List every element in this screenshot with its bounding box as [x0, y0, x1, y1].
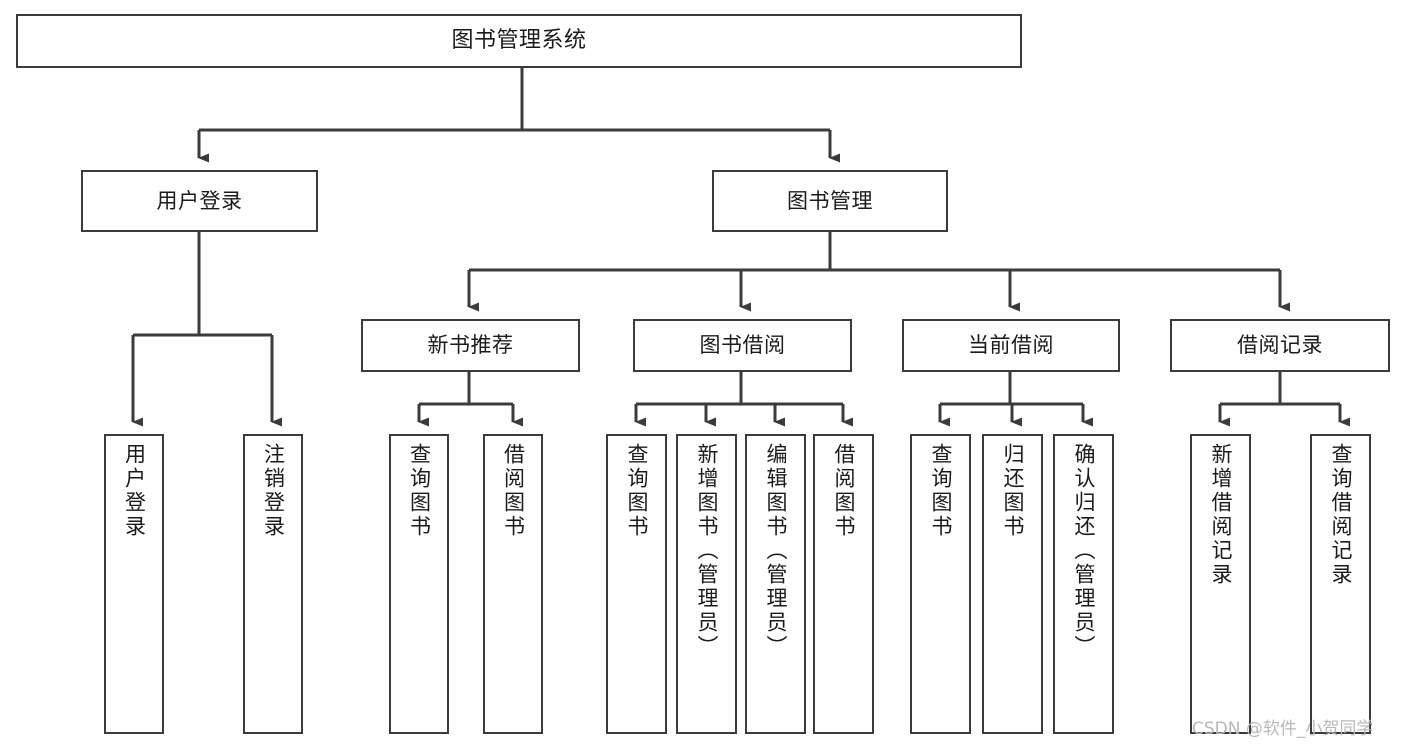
node-label: 用户登录: [156, 188, 243, 213]
node-leaf-add-book-admin[interactable]: 新增图书（管理员）: [676, 434, 737, 734]
node-user-login[interactable]: 用户登录: [81, 170, 318, 232]
node-label: 借阅图书: [501, 443, 526, 539]
node-leaf-return-book[interactable]: 归还图书: [982, 434, 1043, 734]
node-label: 查询图书: [625, 443, 649, 539]
node-leaf-query-borrow-record[interactable]: 查询借阅记录: [1310, 434, 1371, 734]
csdn-watermark: CSDN @软件_小贺同学: [1192, 719, 1374, 739]
node-leaf-confirm-return-admin[interactable]: 确认归还（管理员）: [1053, 434, 1114, 734]
node-current-borrow[interactable]: 当前借阅: [902, 319, 1120, 372]
node-label: 图书管理: [787, 188, 873, 213]
node-label: 新增借阅记录: [1209, 443, 1233, 587]
node-leaf-borrow-book-1[interactable]: 借阅图书: [483, 434, 543, 734]
node-label: 确认归还（管理员）: [1072, 443, 1096, 659]
node-book-management[interactable]: 图书管理: [712, 170, 948, 232]
node-label: 归还图书: [1001, 443, 1025, 539]
node-label: 新书推荐: [427, 333, 514, 358]
node-leaf-query-book-1[interactable]: 查询图书: [389, 434, 449, 734]
node-label: 查询图书: [929, 443, 953, 539]
node-label: 查询图书: [407, 443, 432, 539]
node-new-book-recommend[interactable]: 新书推荐: [361, 319, 580, 372]
node-leaf-user-login[interactable]: 用户登录: [104, 434, 164, 734]
node-label: 图书管理系统: [451, 28, 587, 54]
node-label: 借阅记录: [1237, 333, 1323, 358]
node-leaf-edit-book-admin[interactable]: 编辑图书（管理员）: [745, 434, 806, 734]
node-label: 查询借阅记录: [1329, 443, 1353, 587]
node-leaf-query-book-2[interactable]: 查询图书: [606, 434, 667, 734]
node-label: 注销登录: [261, 443, 286, 539]
node-borrow-records[interactable]: 借阅记录: [1170, 319, 1390, 372]
node-label: 当前借阅: [968, 333, 1054, 358]
node-label: 编辑图书（管理员）: [764, 443, 788, 659]
node-label: 图书借阅: [699, 333, 786, 358]
node-label: 用户登录: [122, 443, 147, 539]
node-label: 借阅图书: [832, 443, 856, 539]
node-leaf-add-borrow-record[interactable]: 新增借阅记录: [1190, 434, 1251, 734]
node-root-system[interactable]: 图书管理系统: [16, 14, 1022, 68]
node-leaf-query-book-3[interactable]: 查询图书: [910, 434, 971, 734]
node-leaf-user-logout[interactable]: 注销登录: [243, 434, 303, 734]
node-leaf-borrow-book-2[interactable]: 借阅图书: [813, 434, 874, 734]
node-label: 新增图书（管理员）: [695, 443, 719, 659]
node-book-borrow[interactable]: 图书借阅: [633, 319, 852, 372]
